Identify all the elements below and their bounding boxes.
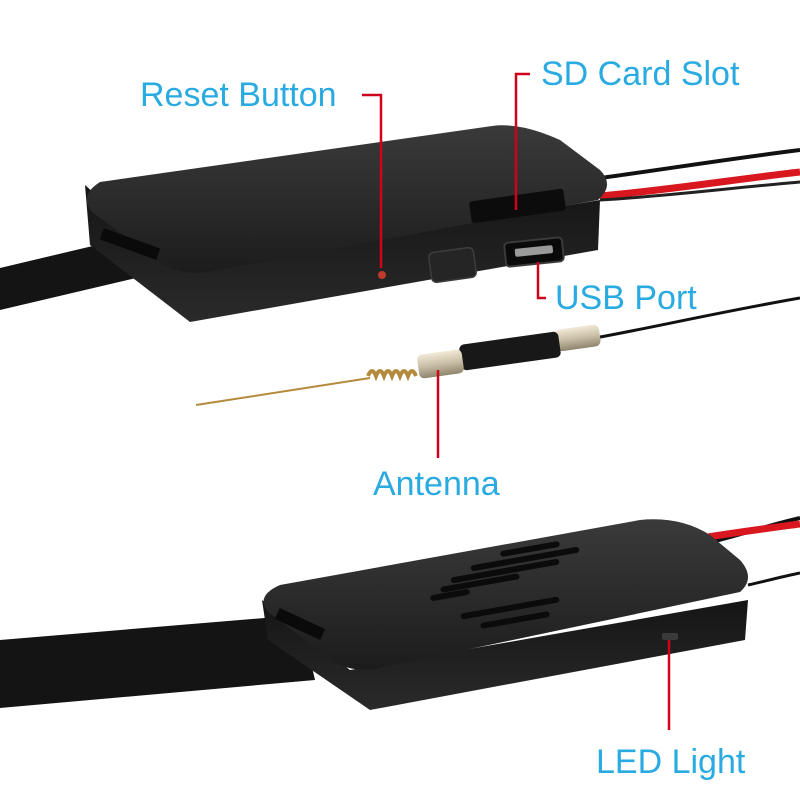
speaker-grille xyxy=(430,541,580,629)
upper-dark-wire xyxy=(599,180,800,202)
lower-device xyxy=(0,516,800,710)
lower-tail-wire xyxy=(747,571,800,587)
upper-box-side xyxy=(85,185,600,322)
antenna-coil xyxy=(366,369,418,382)
antenna-assembly xyxy=(195,296,800,406)
antenna-wire xyxy=(195,377,371,406)
upper-black-wire xyxy=(599,148,800,180)
lower-box-side xyxy=(262,600,748,710)
usb-port-label: USB Port xyxy=(555,279,697,317)
upper-device xyxy=(0,125,800,322)
leader-usb xyxy=(536,262,546,300)
led-light xyxy=(662,633,678,640)
lower-box-top xyxy=(263,519,748,670)
reset-button-hole xyxy=(378,271,386,279)
side-button xyxy=(428,246,477,284)
upper-box-top xyxy=(86,125,608,273)
leader-sd xyxy=(514,72,530,210)
antenna-rear-cap xyxy=(554,324,601,352)
lower-strap-slot xyxy=(274,607,326,641)
sd-card-slot xyxy=(469,188,566,224)
antenna-sleeve xyxy=(459,331,561,371)
upper-strap-slot xyxy=(99,228,161,260)
sd-card-slot-label: SD Card Slot xyxy=(541,55,740,93)
leader-lines xyxy=(362,72,671,730)
reset-button-label: Reset Button xyxy=(140,76,337,114)
leader-reset xyxy=(362,93,383,268)
led-light-label: LED Light xyxy=(596,743,746,781)
usb-port-contact xyxy=(514,245,554,257)
upper-red-wire xyxy=(599,168,800,200)
antenna-label: Antenna xyxy=(373,465,500,503)
antenna-connector xyxy=(417,349,464,379)
lower-strap xyxy=(0,615,315,708)
antenna-cable xyxy=(594,296,800,340)
